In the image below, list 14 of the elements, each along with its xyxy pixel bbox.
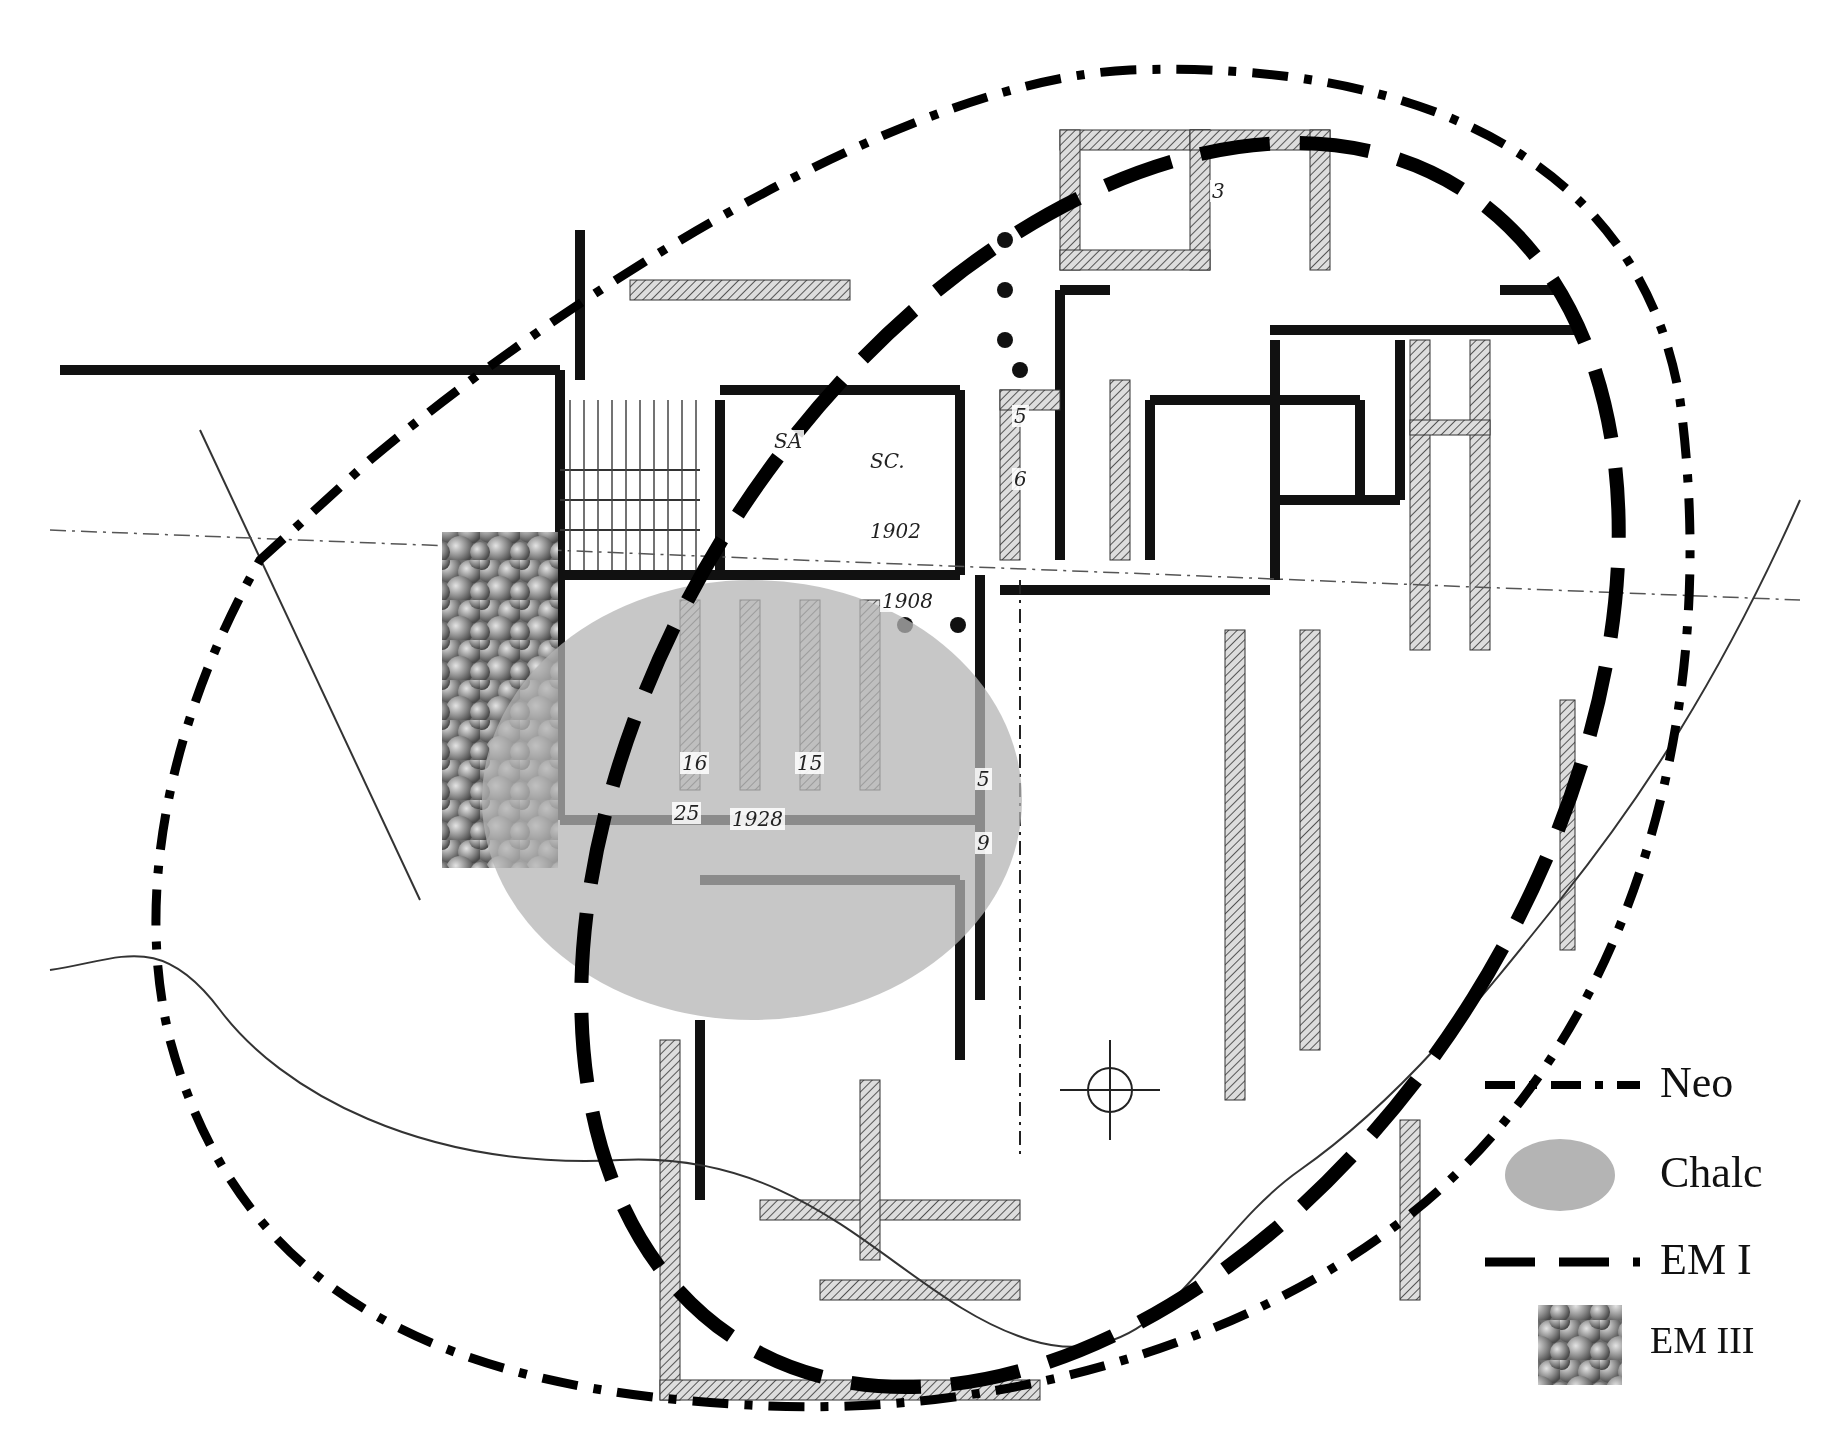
plan-label: 1928 [730,808,785,830]
plan-label: 3 [1210,180,1227,202]
plan-label: 5 [975,768,992,790]
plan-label: 6 [1012,468,1029,490]
plan-label: 15 [795,752,825,774]
legend-label: Chalc [1660,1151,1763,1195]
plan-label: 9 [975,832,992,854]
legend-label: Neo [1660,1061,1734,1105]
plan-label: 5 [1012,405,1029,427]
plan-label: 16 [680,752,710,774]
plan-label: 1908 [880,590,935,612]
plan-label: 25 [672,802,702,824]
legend-label: EM I [1660,1238,1752,1282]
legend-label: EM III [1650,1321,1755,1359]
